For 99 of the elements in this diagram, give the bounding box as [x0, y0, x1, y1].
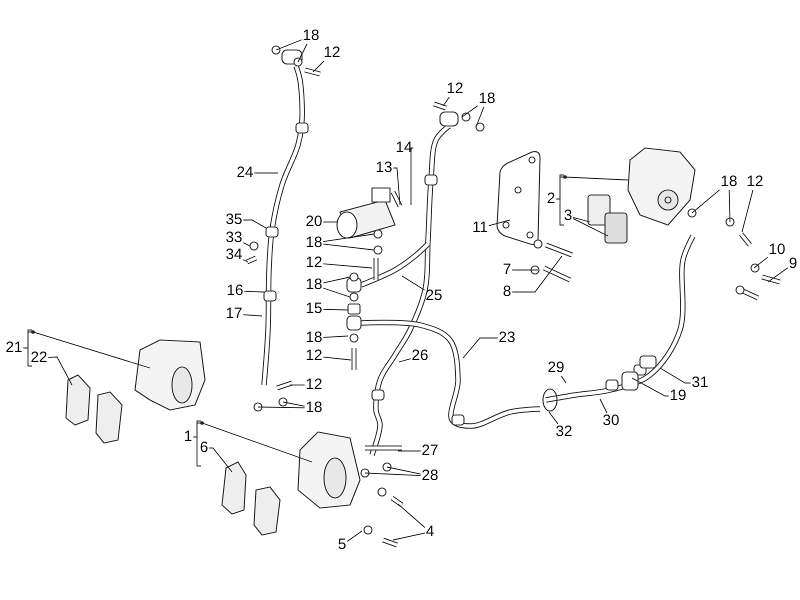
leader-line [754, 256, 768, 268]
callout-number: 18 [478, 91, 496, 107]
callout-number: 31 [690, 375, 710, 391]
leader-line [322, 276, 350, 284]
leader-line [242, 220, 266, 228]
leader-line [660, 368, 692, 384]
leader-line [244, 290, 264, 292]
leader-line [402, 276, 426, 291]
leader-line [242, 314, 262, 316]
callout-number: 12 [304, 255, 324, 271]
callout-number: 4 [424, 524, 436, 540]
leader-line [346, 530, 362, 542]
leader-line [462, 105, 478, 118]
callout-number: 20 [304, 214, 324, 230]
leader-line [398, 450, 422, 452]
leader-line [322, 234, 374, 242]
callout-number: 12 [304, 377, 324, 393]
callout-number: 29 [546, 360, 566, 376]
leader-line [322, 336, 348, 338]
leader-line [242, 242, 250, 246]
leader-line [312, 60, 324, 72]
leader-line [462, 338, 498, 358]
leader-line [208, 448, 232, 472]
leader-line [322, 263, 372, 268]
callout-number: 33 [224, 230, 244, 246]
callout-number: 12 [322, 45, 342, 61]
callout-number: 5 [336, 537, 348, 553]
leader-line [572, 216, 590, 222]
callout-number: 18 [302, 28, 320, 44]
callout-number: 19 [668, 388, 688, 404]
callout-number: 28 [420, 468, 440, 484]
callout-number: 1 [182, 429, 194, 445]
leader-line [398, 504, 426, 528]
callout-number: 16 [226, 283, 244, 299]
leader-line [364, 472, 422, 476]
callout-number: 21 [4, 340, 24, 356]
leader-line [254, 172, 278, 174]
leader-line [556, 176, 628, 200]
leader-line [742, 190, 754, 232]
leader-line [442, 96, 450, 106]
callout-number: 25 [424, 288, 444, 304]
leader-line [298, 44, 308, 62]
callout-number: 32 [554, 424, 574, 440]
callout-number: 3 [562, 208, 574, 224]
callout-number: 17 [224, 306, 244, 322]
callout-number: 22 [30, 350, 48, 366]
callout-number: 27 [420, 443, 440, 459]
leader-line [512, 256, 562, 292]
leader-line [488, 220, 510, 226]
callout-number: 14 [394, 140, 414, 156]
callout-number: 34 [224, 247, 244, 263]
callout-number: 18 [304, 235, 324, 251]
leader-line [398, 358, 412, 362]
callout-number: 6 [198, 440, 210, 456]
callout-number: 12 [746, 174, 764, 190]
callout-number: 7 [502, 262, 512, 278]
leader-line [322, 356, 352, 360]
callout-number: 12 [304, 348, 324, 364]
callout-number: 8 [502, 284, 512, 300]
leader-line [322, 308, 348, 310]
callout-number: 2 [546, 191, 556, 207]
leader-line [476, 106, 484, 128]
leader-line [392, 168, 400, 206]
callout-number: 18 [304, 277, 324, 293]
leader-line [692, 189, 720, 214]
leader-line [322, 244, 374, 250]
callout-number: 11 [471, 220, 489, 236]
callout-number: 35 [224, 212, 244, 228]
leader-line [290, 384, 306, 386]
leader-line [392, 532, 426, 540]
callout-number: 30 [602, 413, 620, 429]
leader-line [600, 398, 608, 414]
leader-line [632, 378, 670, 396]
callout-number: 18 [304, 330, 324, 346]
callout-number: 18 [720, 174, 738, 190]
leader-line [242, 259, 248, 262]
leader-line [192, 422, 312, 462]
leader-line [548, 412, 558, 424]
leader-line [386, 466, 422, 474]
leader-line [728, 190, 730, 222]
leader-line [276, 39, 302, 50]
callout-number: 18 [304, 400, 324, 416]
callout-number: 24 [236, 165, 254, 181]
callout-number: 26 [410, 348, 430, 364]
callout-number: 10 [768, 242, 786, 258]
leader-line [410, 148, 414, 206]
callout-number: 13 [374, 160, 394, 176]
leader-line [282, 402, 306, 407]
callout-number: 9 [788, 256, 798, 272]
leader-line [322, 288, 350, 298]
leader-line [48, 356, 72, 386]
leader-line [572, 218, 608, 236]
leader-line [22, 332, 150, 368]
callout-number: 12 [446, 81, 464, 97]
callout-number: 23 [498, 330, 516, 346]
leader-line [768, 267, 788, 282]
leader-line [258, 406, 306, 408]
leader-line [560, 376, 566, 384]
callout-number: 15 [304, 301, 324, 317]
